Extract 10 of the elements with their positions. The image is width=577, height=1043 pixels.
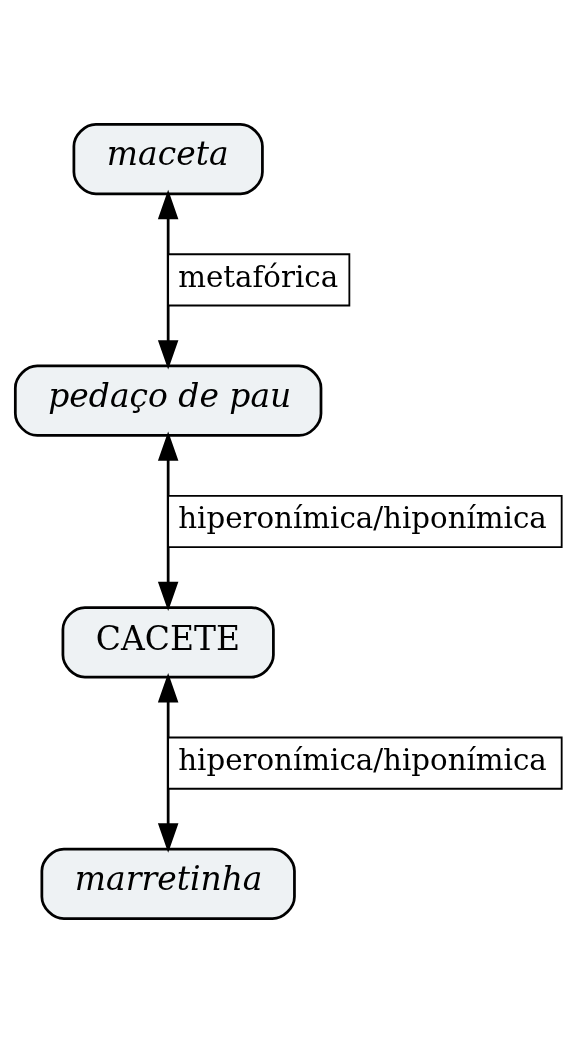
arrow [157, 673, 179, 853]
node-box: maceta [72, 122, 264, 196]
arrow [157, 189, 179, 370]
node-box: CACETE [61, 606, 275, 679]
node-box: marretinha [40, 847, 296, 921]
node-box: pedaço de pau [13, 364, 323, 437]
edge-label: hiperonímica/hiponímica [178, 743, 547, 778]
edge-label: hiperonímica/hiponímica [178, 501, 547, 536]
arrow [157, 431, 179, 612]
edge-label: metafórica [178, 259, 339, 294]
